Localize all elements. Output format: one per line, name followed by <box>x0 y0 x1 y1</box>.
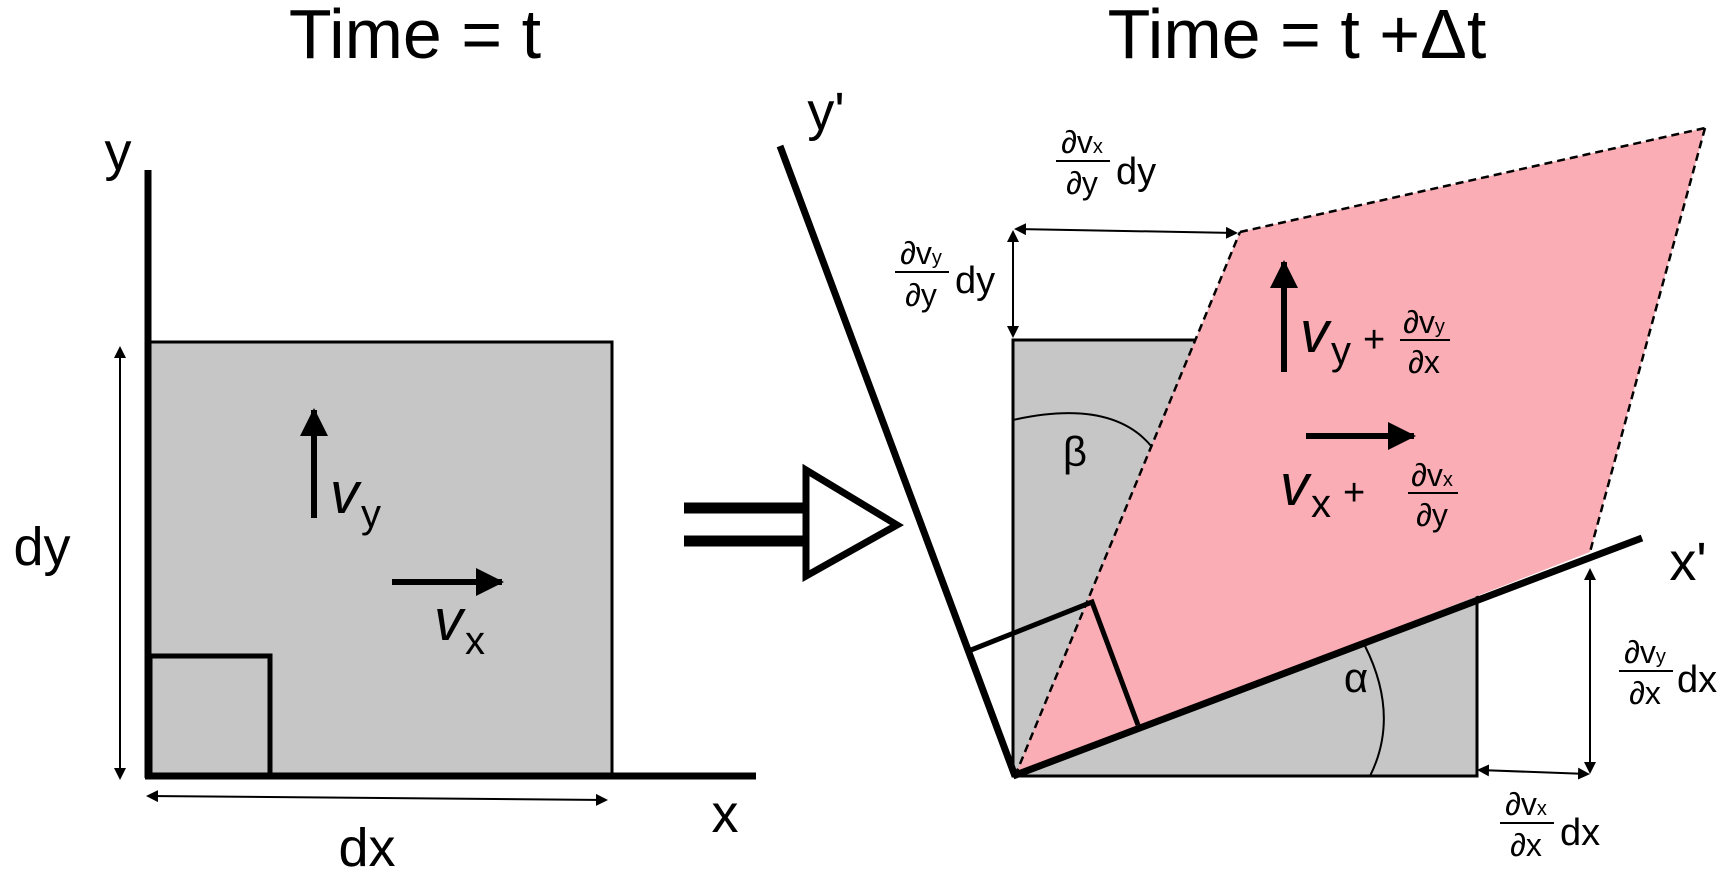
svg-text:∂vx: ∂vx <box>1411 457 1453 493</box>
bottom-stretch-label: ∂vx ∂x dx <box>1500 786 1600 863</box>
svg-text:∂y: ∂y <box>905 277 937 313</box>
svg-text:dx: dx <box>1677 659 1717 701</box>
left-panel: y x dy dx vy vx <box>13 122 756 871</box>
svg-text:dy: dy <box>1116 151 1156 193</box>
y-prime-label: y' <box>807 82 844 142</box>
alpha-arc <box>1364 645 1385 777</box>
x-prime-label: x' <box>1669 532 1706 592</box>
dx-dimension-arrow <box>146 790 608 806</box>
top-shift-label: ∂vx ∂y dy <box>1056 124 1156 201</box>
svg-text:∂vy: ∂vy <box>900 235 942 271</box>
vx-label: vx <box>434 588 485 663</box>
svg-text:∂x: ∂x <box>1510 827 1542 863</box>
alpha-label: α <box>1344 654 1368 701</box>
svg-text:dx: dx <box>1560 812 1600 854</box>
top-stretch-label: ∂vy ∂y dy <box>895 235 995 313</box>
y-prime-axis <box>776 144 1019 778</box>
vx-gradient-fraction: ∂vx ∂y <box>1408 457 1458 533</box>
vy-deformed-label: vy+ <box>1300 300 1385 373</box>
svg-text:∂vy: ∂vy <box>1403 304 1445 340</box>
fluid-element-square <box>148 340 614 778</box>
svg-text:∂vx: ∂vx <box>1505 786 1547 822</box>
svg-text:∂y: ∂y <box>1066 165 1098 201</box>
title-time-t-plus-dt: Time = t +Δt <box>1108 0 1487 73</box>
top-shift-arrow <box>1014 223 1238 239</box>
svg-text:dy: dy <box>955 260 995 302</box>
dx-label: dx <box>338 818 395 871</box>
svg-text:∂x: ∂x <box>1629 675 1661 711</box>
right-panel: y' x' β α vy+ ∂vy ∂x vx+ ∂vx ∂y ∂vx ∂y <box>776 82 1717 863</box>
vy-gradient-fraction: ∂vy ∂x <box>1400 304 1450 380</box>
deformed-element <box>1015 128 1705 776</box>
right-angle-marker-rotated <box>970 598 1141 726</box>
x-axis-label: x <box>712 784 739 844</box>
right-lift-label: ∂vy ∂x dx <box>1619 634 1717 711</box>
title-time-t: Time = t <box>289 0 541 73</box>
beta-label: β <box>1063 428 1087 475</box>
svg-text:∂vy: ∂vy <box>1624 634 1666 670</box>
vy-label: vy <box>330 461 381 536</box>
svg-text:∂y: ∂y <box>1416 497 1448 533</box>
svg-text:∂x: ∂x <box>1408 344 1440 380</box>
dy-label: dy <box>13 517 70 577</box>
y-axis-label: y <box>105 122 132 182</box>
x-prime-axis <box>1011 534 1644 780</box>
transition-arrow <box>684 463 904 582</box>
bottom-stretch-arrow <box>1477 764 1590 780</box>
svg-text:∂vx: ∂vx <box>1061 124 1103 160</box>
beta-arc <box>1012 412 1153 448</box>
vx-deformed-label: vx+ <box>1280 453 1365 526</box>
